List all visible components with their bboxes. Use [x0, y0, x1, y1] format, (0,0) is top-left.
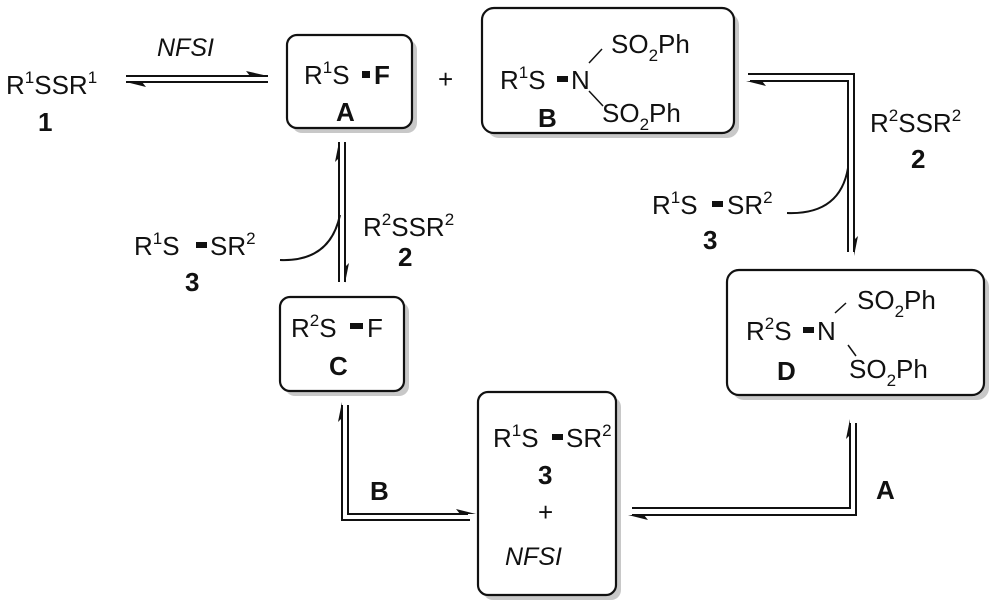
product-3-nfsi-box: R1S SR2 3 + NFSI — [476, 390, 621, 600]
svg-text:R2S: R2S — [746, 314, 792, 346]
bond-icon — [362, 71, 370, 78]
plus-sign: + — [438, 64, 453, 94]
intermediate-A-box: R1S F A — [285, 33, 417, 133]
bond-icon — [557, 76, 568, 82]
intermediate-B-label: B — [538, 103, 557, 133]
equilibrium-arrow-3-D — [628, 419, 857, 520]
equilibrium-arrow-A-C — [279, 142, 349, 283]
intermediate-A-label: A — [336, 97, 355, 127]
bond-icon — [803, 327, 814, 333]
svg-text:2: 2 — [398, 242, 412, 272]
svg-text:3: 3 — [703, 225, 717, 255]
svg-text:F: F — [374, 60, 390, 90]
svg-text:N: N — [817, 316, 836, 346]
arrow-label-A: A — [876, 475, 895, 505]
svg-text:SO2Ph: SO2Ph — [857, 285, 936, 321]
equilibrium-arrow-1-A — [126, 71, 268, 87]
left-cycle-product-3: R1S SR2 3 — [134, 229, 256, 297]
svg-text:SO2Ph: SO2Ph — [611, 29, 690, 65]
svg-text:SR2: SR2 — [727, 188, 773, 220]
intermediate-B-box: R1S N SO2Ph SO2Ph B — [480, 6, 739, 138]
svg-text:R1S: R1S — [652, 188, 698, 220]
svg-text:R2S: R2S — [291, 311, 337, 343]
svg-text:F: F — [367, 313, 383, 343]
svg-text:R1S: R1S — [493, 421, 539, 453]
left-cycle-reagent-2: R2SSR2 2 — [363, 210, 454, 272]
svg-text:N: N — [571, 65, 590, 95]
intermediate-D-box: R2S N SO2Ph SO2Ph D — [725, 268, 989, 400]
svg-text:SO2Ph: SO2Ph — [849, 354, 928, 390]
svg-text:SO2Ph: SO2Ph — [602, 98, 681, 134]
svg-text:R1SSR1: R1SSR1 — [6, 68, 97, 100]
intermediate-D-label: D — [777, 356, 796, 386]
bond-icon — [196, 242, 207, 248]
svg-text:+: + — [538, 497, 553, 527]
svg-text:2: 2 — [911, 144, 925, 174]
bond-icon — [350, 323, 363, 329]
svg-text:R2SSR2: R2SSR2 — [363, 210, 454, 242]
svg-text:R1S: R1S — [304, 58, 350, 90]
svg-text:3: 3 — [185, 267, 199, 297]
svg-text:NFSI: NFSI — [505, 543, 562, 571]
right-cycle-reagent-2: R2SSR2 2 — [870, 106, 961, 174]
reagent-nfsi-top: NFSI — [157, 34, 214, 62]
arrow-label-B: B — [370, 476, 389, 506]
intermediate-C-label: C — [329, 351, 348, 381]
compound-1-label: 1 — [38, 107, 52, 137]
svg-text:SR2: SR2 — [210, 229, 256, 261]
svg-text:SR2: SR2 — [566, 421, 612, 453]
intermediate-C-box: R2S F C — [278, 295, 409, 396]
svg-text:R1S: R1S — [500, 63, 546, 95]
svg-text:R2SSR2: R2SSR2 — [870, 106, 961, 138]
equilibrium-arrow-C-3 — [338, 402, 476, 521]
svg-text:R1S: R1S — [134, 229, 180, 261]
bond-icon — [552, 434, 563, 440]
right-cycle-product-3: R1S SR2 3 — [652, 188, 773, 255]
svg-text:3: 3 — [538, 460, 552, 490]
bond-icon — [712, 201, 723, 207]
equilibrium-arrow-B-D — [746, 73, 858, 256]
compound-1: R1SSR1 1 — [6, 68, 97, 137]
